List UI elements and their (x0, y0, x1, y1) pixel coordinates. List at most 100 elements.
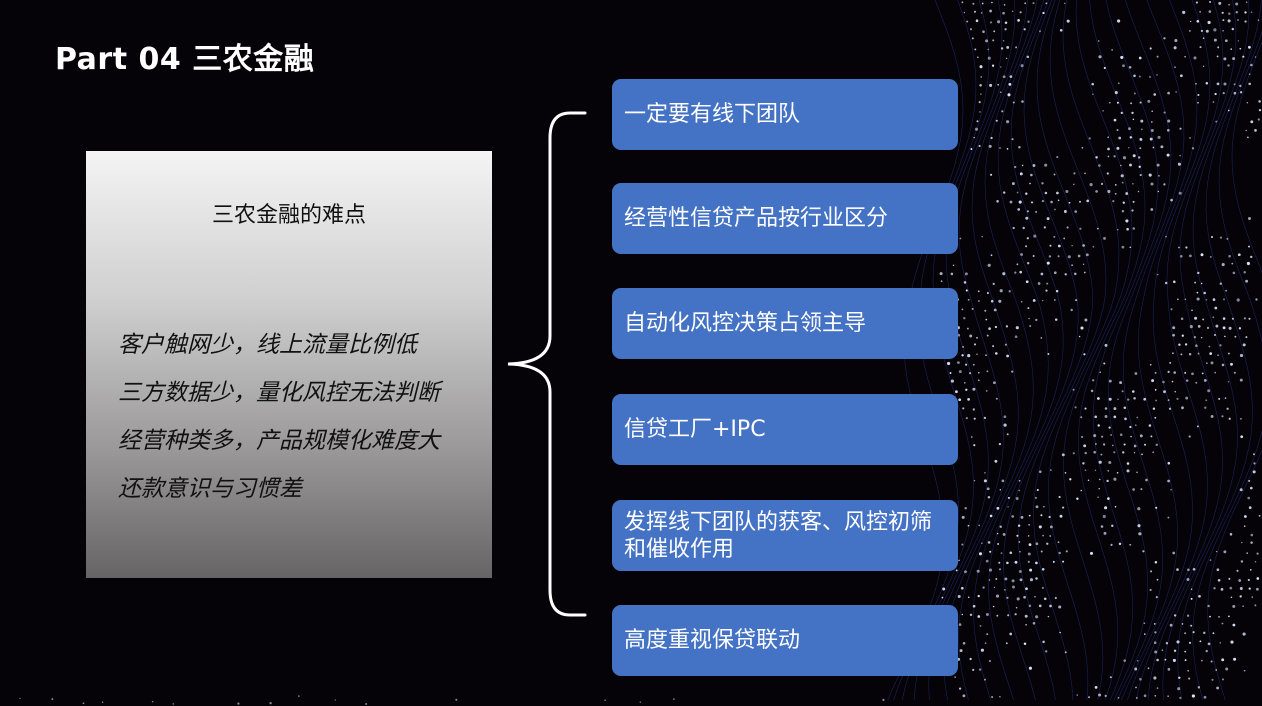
mesh-dot (1191, 694, 1195, 698)
mesh-dot (990, 254, 993, 257)
mesh-dot (1009, 75, 1013, 78)
mesh-line (988, 0, 1064, 701)
mesh-dot (1129, 543, 1132, 546)
mesh-dot (1210, 660, 1213, 663)
mesh-dot (986, 487, 990, 491)
mesh-dot (974, 48, 977, 51)
mesh-dot (334, 699, 336, 701)
mesh-dot (1169, 361, 1172, 364)
mesh-dot (1228, 326, 1232, 330)
mesh-dot (977, 290, 980, 293)
mesh-dot (992, 345, 995, 348)
mesh-dot (1195, 381, 1198, 384)
mesh-dot (1245, 279, 1248, 283)
mesh-dot (1071, 244, 1073, 247)
mesh-dot (1100, 182, 1104, 186)
mesh-dot (1157, 190, 1160, 193)
mesh-dot (1104, 694, 1107, 698)
mesh-dot (966, 20, 969, 23)
mesh-dot (996, 506, 1000, 510)
mesh-dot (1029, 568, 1033, 572)
mesh-dot (990, 136, 993, 140)
mesh-dot (1250, 11, 1253, 13)
mesh-dot (1137, 507, 1141, 511)
mesh-dot (1150, 182, 1154, 186)
mesh-dot (985, 318, 988, 321)
mesh-dot (1154, 371, 1157, 374)
mesh-dot (1046, 542, 1049, 545)
mesh-dot (1152, 451, 1155, 454)
mesh-dot (673, 698, 675, 700)
mesh-dot (1102, 443, 1106, 446)
mesh-dot (1095, 190, 1098, 193)
mesh-dot (1113, 451, 1116, 454)
mesh-dot (1079, 227, 1082, 230)
mesh-dot (1131, 111, 1134, 115)
mesh-dot (1239, 84, 1242, 88)
mesh-dot (1195, 344, 1198, 348)
mesh-dot (1016, 191, 1019, 194)
mesh-dot (365, 703, 368, 705)
mesh-dot (1119, 381, 1123, 385)
mesh-dot (988, 659, 992, 663)
mesh-dot (1018, 479, 1021, 482)
mesh-dot (1191, 372, 1194, 376)
mesh-dot (1205, 29, 1209, 33)
mesh-dot (1083, 271, 1086, 274)
mesh-dot (1231, 317, 1234, 320)
mesh-dot (1175, 91, 1177, 93)
mesh-dot (1042, 534, 1044, 537)
difficulty-item: 三方数据少，量化风控无法判断 (118, 380, 440, 406)
mesh-dot (1248, 317, 1251, 320)
mesh-dot (1138, 156, 1141, 159)
mesh-dot (1151, 110, 1153, 112)
mesh-dot (1128, 65, 1132, 69)
mesh-dot (1118, 136, 1122, 140)
mesh-dot (1129, 246, 1132, 249)
mesh-dot (1024, 2, 1027, 5)
mesh-dot (1148, 424, 1152, 427)
mesh-dot (1028, 666, 1032, 670)
mesh-dot (1106, 479, 1109, 483)
mesh-dot (987, 263, 991, 267)
difficulties-panel: 三农金融的难点 客户触网少，线上流量比例低 三方数据少，量化风控无法判断 经营种… (86, 151, 492, 578)
mesh-dot (1092, 246, 1095, 248)
mesh-dot (1011, 515, 1015, 518)
mesh-dot (1223, 298, 1225, 301)
mesh-dot (1243, 525, 1246, 527)
mesh-dot (1254, 129, 1257, 132)
mesh-dot (962, 694, 966, 698)
mesh-dot (971, 37, 974, 40)
mesh-dot (19, 697, 21, 700)
mesh-dot (1178, 191, 1182, 195)
mesh-dot (996, 200, 999, 203)
mesh-dot (1054, 318, 1058, 321)
mesh-dot (1026, 210, 1029, 213)
mesh-dot (1164, 281, 1168, 285)
mesh-dot (1117, 82, 1120, 85)
mesh-dot (1114, 505, 1117, 508)
mesh-dot (973, 479, 976, 482)
mesh-dot (1241, 541, 1243, 544)
mesh-dot (1188, 352, 1192, 356)
mesh-dot (1213, 587, 1216, 590)
mesh-dot (1097, 40, 1100, 42)
mesh-dot (1200, 659, 1203, 662)
mesh-dot (1239, 353, 1244, 358)
mesh-dot (1185, 396, 1189, 400)
slide-title: Part 04 三农金融 (55, 42, 315, 77)
mesh-dot (1207, 642, 1211, 646)
mesh-dot (1080, 416, 1083, 419)
mesh-dot (1227, 19, 1231, 23)
mesh-dot (1150, 435, 1153, 438)
mesh-dot (1053, 235, 1056, 238)
mesh-dot (1148, 173, 1152, 177)
mesh-dot (1217, 46, 1220, 49)
mesh-dot (1248, 73, 1251, 75)
mesh-dot (1121, 209, 1125, 213)
mesh-dot (989, 550, 992, 553)
mesh-dot (1100, 453, 1103, 456)
mesh-dot (1177, 687, 1181, 691)
mesh-dot (1155, 595, 1158, 599)
mesh-dot (1022, 226, 1025, 230)
